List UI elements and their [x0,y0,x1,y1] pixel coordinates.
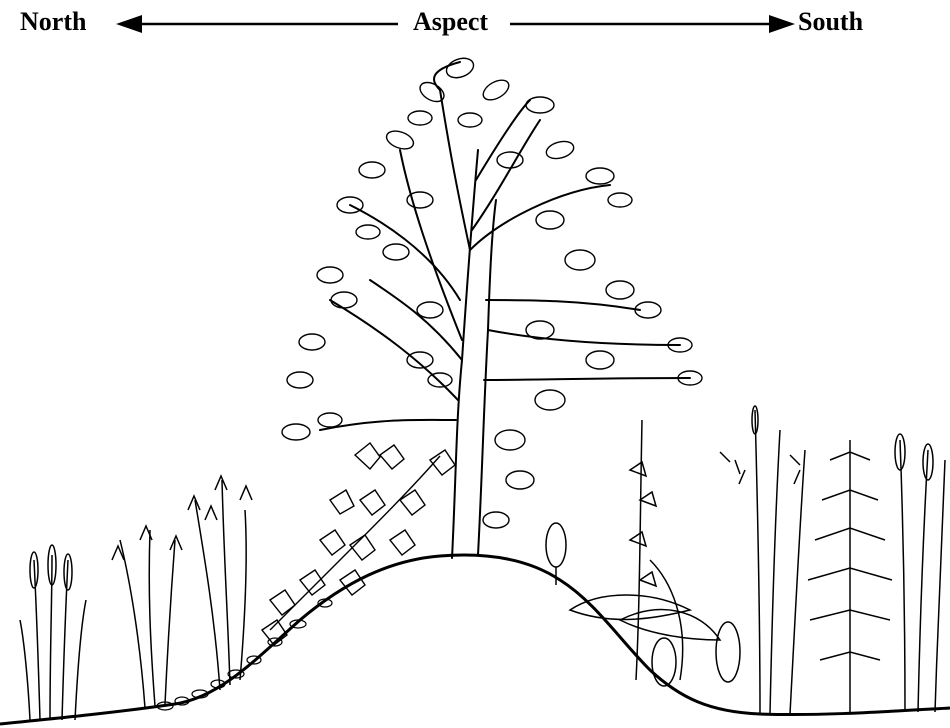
north-grasses [20,476,252,720]
tree-icon [282,55,702,558]
ivy-icon [262,443,455,645]
aspect-axis [116,15,795,33]
right-arrowhead-icon [769,15,795,33]
ground-hill [0,555,950,724]
south-plants [546,406,945,714]
left-arrowhead-icon [116,15,142,33]
